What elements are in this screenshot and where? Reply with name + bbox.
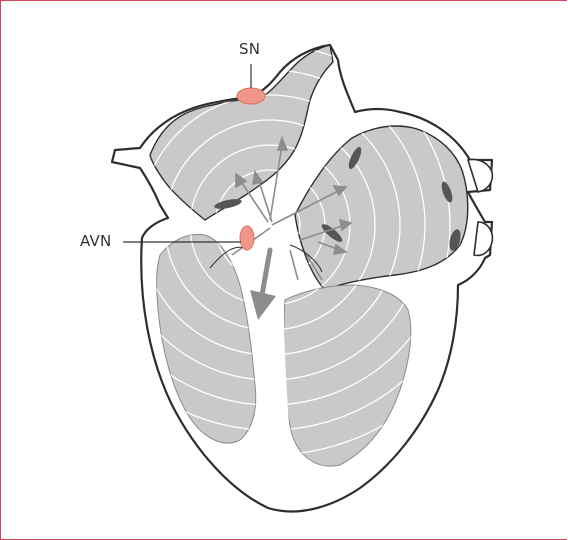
- sa-node: [237, 88, 265, 104]
- av-node-label: AVN: [80, 234, 111, 249]
- sa-node-label: SN: [239, 42, 260, 57]
- av-node: [240, 226, 254, 250]
